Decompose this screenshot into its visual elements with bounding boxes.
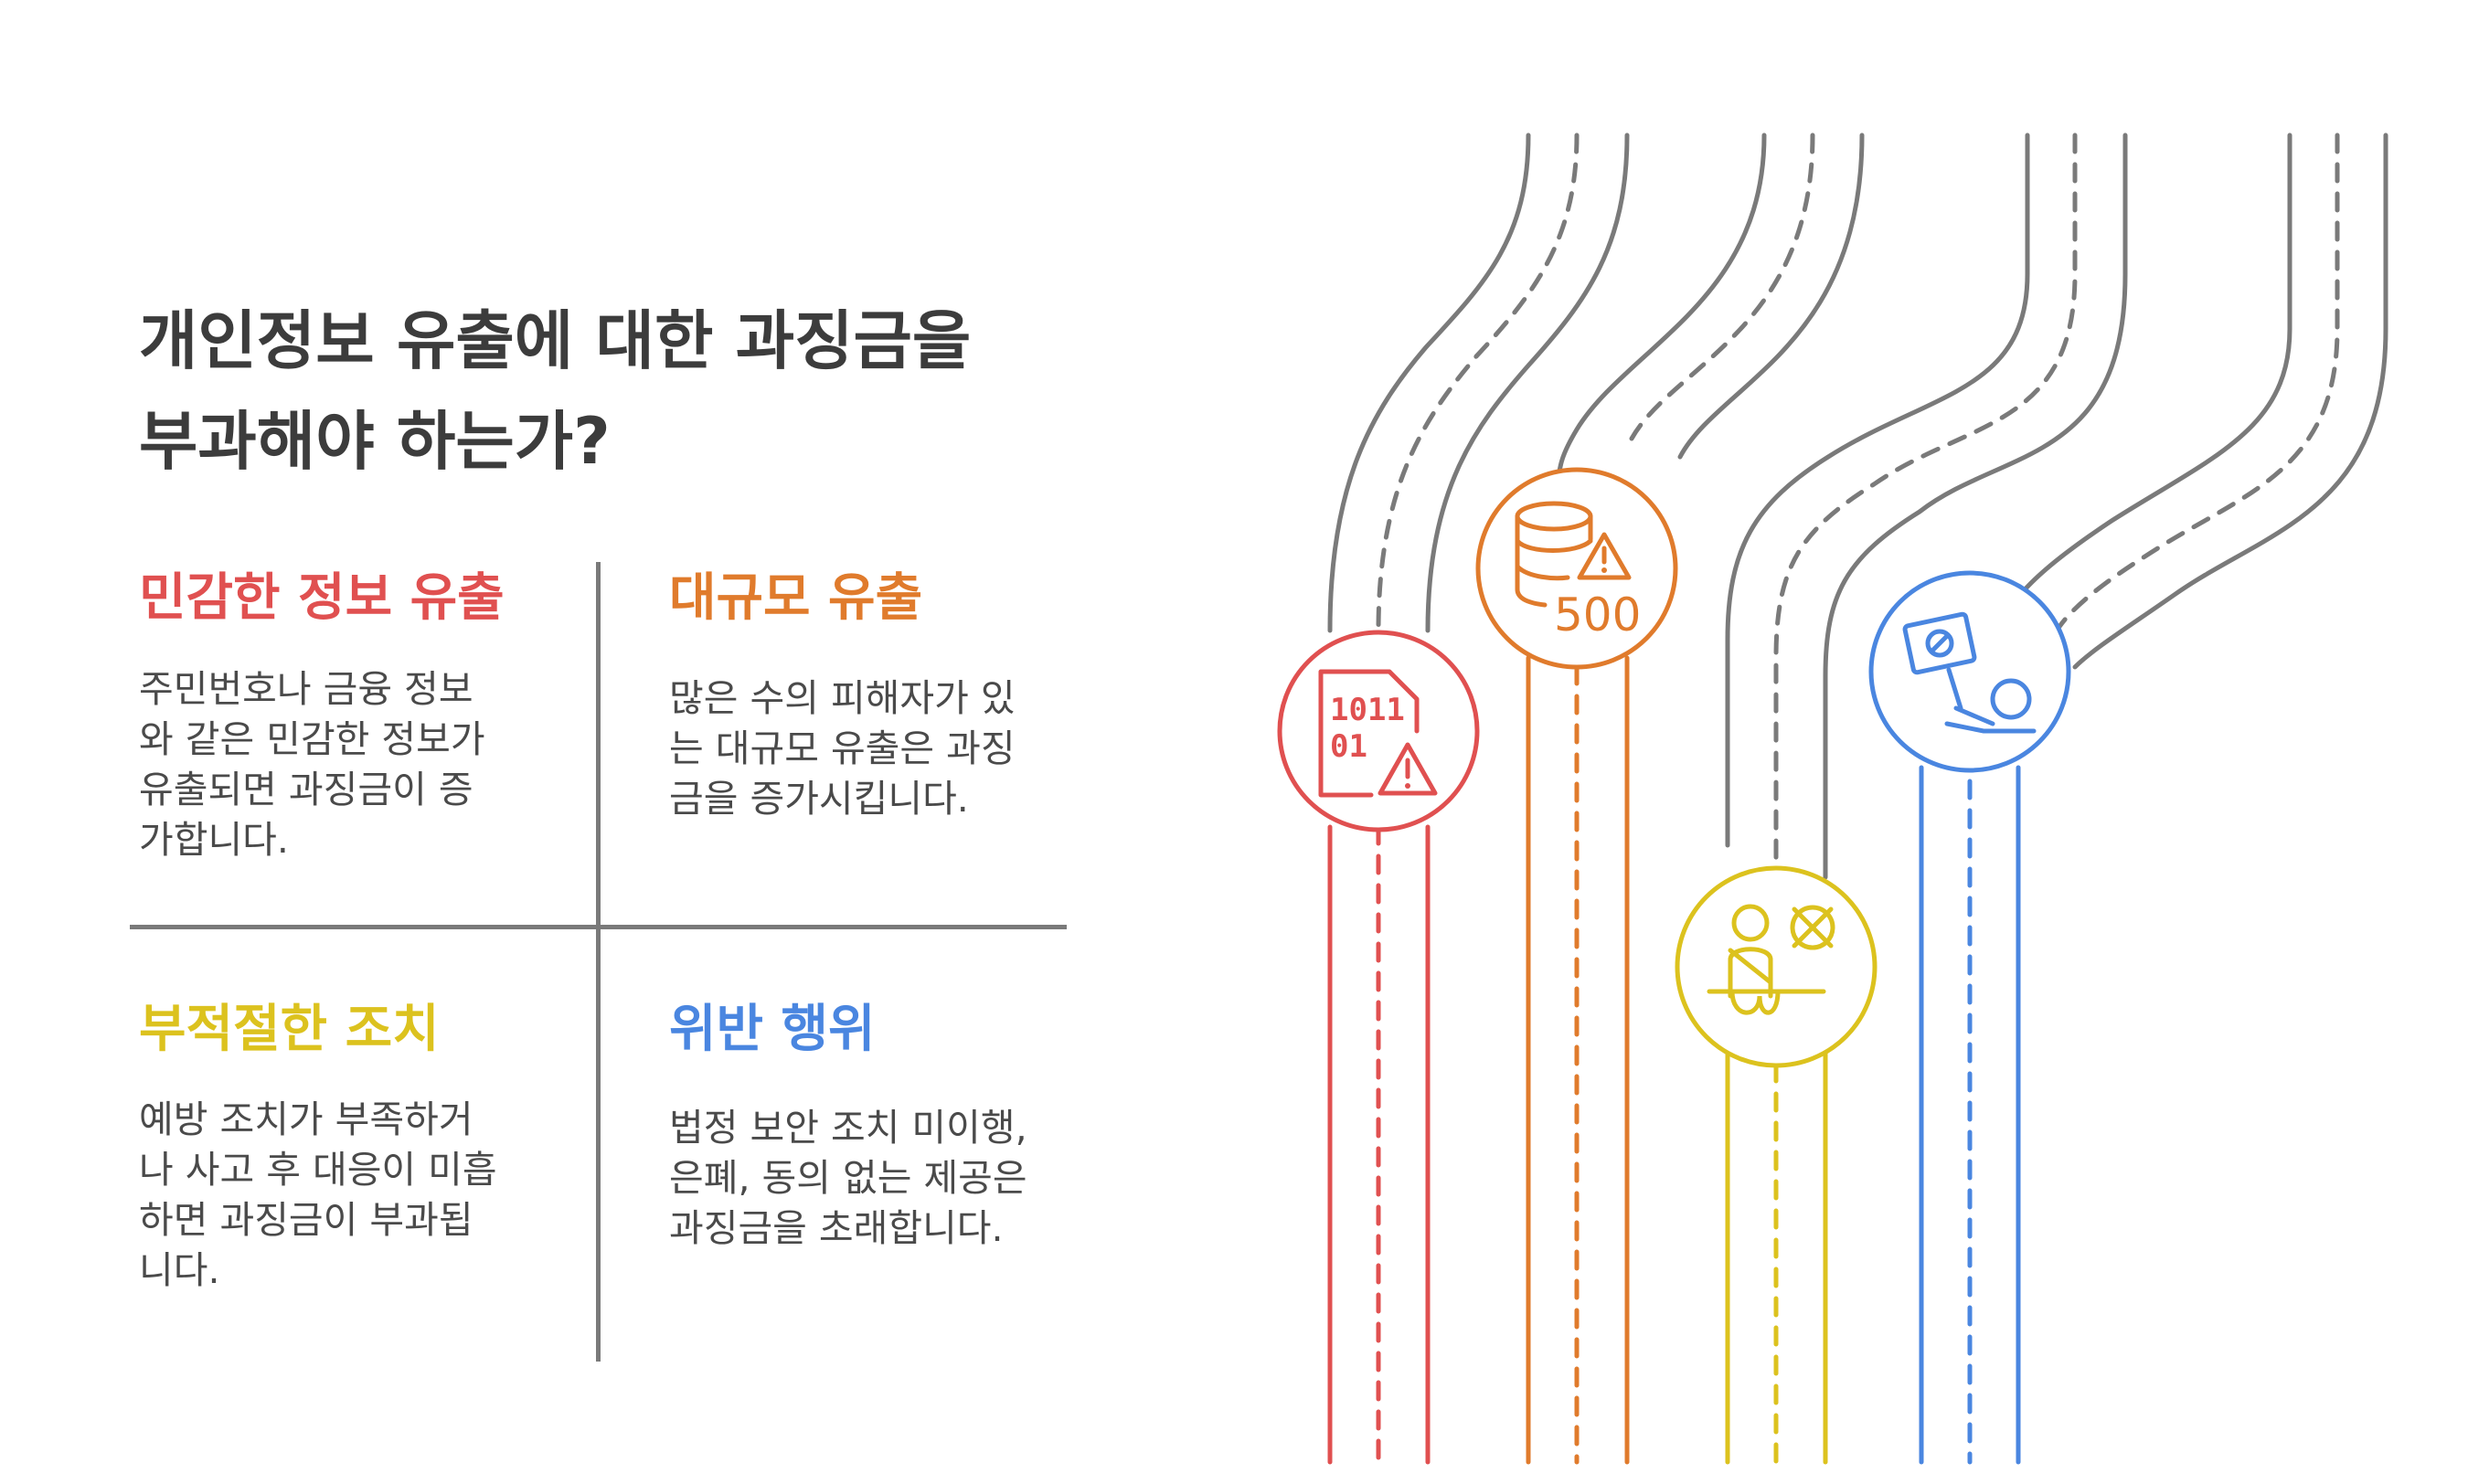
body-line: 가합니다. [139,818,289,862]
violation-sign-icon [1868,570,2071,773]
body-line: 주민번호나 금융 정보 [139,667,473,711]
title-line-2: 부과해야 하는가? [139,404,611,479]
body-line: 은폐, 동의 없는 제공은 [669,1156,1027,1200]
body-line: 많은 수의 피해자가 있 [669,676,1016,720]
road-red-edge-right [1425,132,1630,633]
road-orange-edge-right [1677,132,1865,460]
road-yellow [1725,132,2128,1465]
quadrant-body-sensitive-leak: 주민번호나 금융 정보 와 같은 민감한 정보가 유출되면 과징금이 증 가합니… [139,664,485,865]
road-yellow-center [1773,132,2078,866]
quadrant-heading-sensitive-leak: 민감한 정보 유출 [139,568,505,628]
body-line: 하면 과징금이 부과됩 [139,1198,473,1242]
body-line: 는 대규모 유출은 과징 [669,726,1016,770]
unsafe-seatbelt-icon [1675,865,1878,1068]
road-orange-edge-left [1556,132,1767,487]
warning-triangle [1378,742,1438,796]
title-line-1: 개인정보 유출에 대한 과징금을 [139,303,972,378]
road-orange-center [1629,132,1815,441]
body-line: 과징금을 초래합니다. [669,1206,1004,1250]
road-blue-edge-left [2008,132,2292,610]
red-circle [1277,630,1480,832]
binary-line-2: 01 [1330,728,1367,765]
data-breach-file-icon: 1011 01 [1277,630,1480,832]
file-outline [1318,669,1420,798]
blue-circle [1868,570,2071,773]
road-yellow-edge-left [1725,132,2030,848]
road-red-center [1376,132,1580,633]
quadrant-body-inadequate-measures: 예방 조치가 부족하거 나 사고 후 대응이 미흡 하면 과징금이 부과됩 니다… [139,1095,497,1296]
road-blue-center [2049,132,2340,642]
road-blue-edge-right [2072,132,2388,670]
road-red-edge-left [1327,132,1531,633]
binary-line-1: 1011 [1330,692,1405,728]
yellow-circle [1675,865,1878,1068]
quadrant-divider-horizontal [130,925,1067,929]
body-line: 나 사고 후 대응이 미흡 [139,1148,497,1192]
quadrant-heading-violations: 위반 행위 [669,1000,876,1059]
body-line: 니다. [139,1248,220,1292]
quadrant-heading-large-scale-leak: 대규모 유출 [669,568,923,628]
body-line: 예방 조치가 부족하거 [139,1097,473,1141]
body-line: 와 같은 민감한 정보가 [139,717,485,761]
orange-circle [1475,467,1678,670]
count-500: 500 [1554,588,1641,641]
road-blue [1919,132,2388,1465]
db-warning-triangle [1577,532,1632,580]
page-title: 개인정보 유출에 대한 과징금을 부과해야 하는가? [139,291,1053,492]
database-warning-icon: 500 [1475,467,1678,670]
body-line: 금을 증가시킵니다. [669,777,969,821]
road-yellow-edge-right [1823,132,2128,880]
quadrant-body-large-scale-leak: 많은 수의 피해자가 있 는 대규모 유출은 과징 금을 증가시킵니다. [669,673,1016,824]
quadrant-heading-inadequate-measures: 부적절한 조치 [139,1000,440,1059]
road-orange [1526,132,1865,1465]
road-red [1327,132,1630,1465]
body-line: 법정 보안 조치 미이행, [669,1106,1027,1150]
quadrant-body-violations: 법정 보안 조치 미이행, 은폐, 동의 없는 제공은 과징금을 초래합니다. [669,1103,1027,1254]
body-line: 유출되면 과징금이 증 [139,768,473,811]
quadrant-divider-vertical [596,562,601,1362]
